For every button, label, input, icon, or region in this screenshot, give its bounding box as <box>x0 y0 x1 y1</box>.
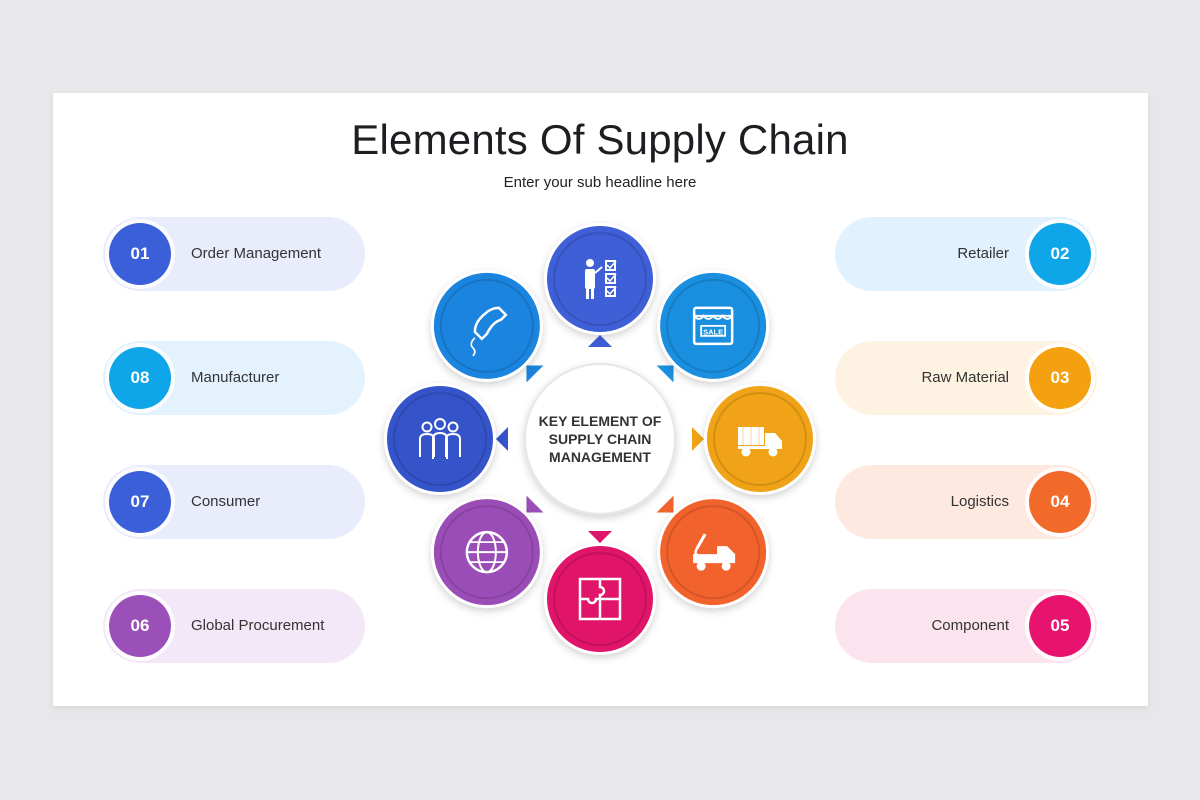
globe-icon <box>465 530 509 574</box>
item-number-badge: 04 <box>1029 471 1091 533</box>
phone-icon <box>470 306 508 357</box>
item-consumer: 07 Consumer <box>103 465 365 539</box>
pointer-triangle <box>588 531 612 543</box>
item-label: Retailer <box>957 245 1009 262</box>
center-label: KEY ELEMENT OF SUPPLY CHAIN MANAGEMENT <box>530 412 670 466</box>
item-order-management: 01 Order Management <box>103 217 365 291</box>
pointer-triangle <box>526 365 544 383</box>
item-number-badge: 05 <box>1029 595 1091 657</box>
center-line-3: MANAGEMENT <box>549 449 651 465</box>
item-label: Raw Material <box>921 369 1009 386</box>
item-label: Manufacturer <box>191 369 280 386</box>
puzzle-icon <box>578 577 622 621</box>
pointer-triangle <box>588 335 612 347</box>
center-circle <box>524 363 676 515</box>
diagram-nodes: SALE <box>384 223 816 655</box>
item-component: Component 05 <box>835 589 1097 663</box>
item-number-badge: 06 <box>109 595 171 657</box>
page-title: Elements Of Supply Chain <box>351 116 849 163</box>
team-icon <box>419 418 461 459</box>
node-inner <box>393 392 487 486</box>
item-number-badge: 07 <box>109 471 171 533</box>
sale-store-icon: SALE <box>692 306 734 346</box>
diagram-node <box>544 543 656 655</box>
item-label: Consumer <box>191 493 261 510</box>
checklist-icon <box>585 259 617 299</box>
node-inner <box>439 278 534 373</box>
center-line-1: KEY ELEMENT OF <box>538 413 662 429</box>
node-inner <box>553 232 647 326</box>
pointer-triangle <box>526 495 544 513</box>
item-raw-material: Raw Material 03 <box>835 341 1097 415</box>
diagram-node <box>430 269 543 382</box>
item-manufacturer: 08 Manufacturer <box>103 341 365 415</box>
svg-text:SALE: SALE <box>703 327 723 336</box>
diagram-node <box>544 223 656 335</box>
item-number-badge: 02 <box>1029 223 1091 285</box>
item-logistics: Logistics 04 <box>835 465 1097 539</box>
diagram-node <box>430 496 543 609</box>
item-global-procurement: 06 Global Procurement <box>103 589 365 663</box>
page-subtitle: Enter your sub headline here <box>503 174 697 191</box>
truck-icon <box>738 427 782 457</box>
item-retailer: Retailer 02 <box>835 217 1097 291</box>
pointer-triangles <box>496 335 704 543</box>
diagram-node <box>704 383 816 495</box>
item-label: Component <box>931 617 1009 634</box>
diagram-node <box>657 496 770 609</box>
item-label: Logistics <box>950 493 1009 510</box>
item-number-badge: 08 <box>109 347 171 409</box>
item-label: Order Management <box>191 245 322 262</box>
pointer-triangle <box>496 427 508 451</box>
item-number-badge: 01 <box>109 223 171 285</box>
tow-truck-icon <box>693 533 736 571</box>
center-line-2: SUPPLY CHAIN <box>548 431 652 447</box>
item-label: Global Procurement <box>191 617 325 634</box>
item-number-badge: 03 <box>1029 347 1091 409</box>
pointer-triangle <box>656 365 674 383</box>
diagram-node: SALE <box>657 269 770 382</box>
node-inner <box>666 505 761 600</box>
pointer-triangle <box>692 427 704 451</box>
pointer-triangle <box>656 495 674 513</box>
diagram-node <box>384 383 496 495</box>
